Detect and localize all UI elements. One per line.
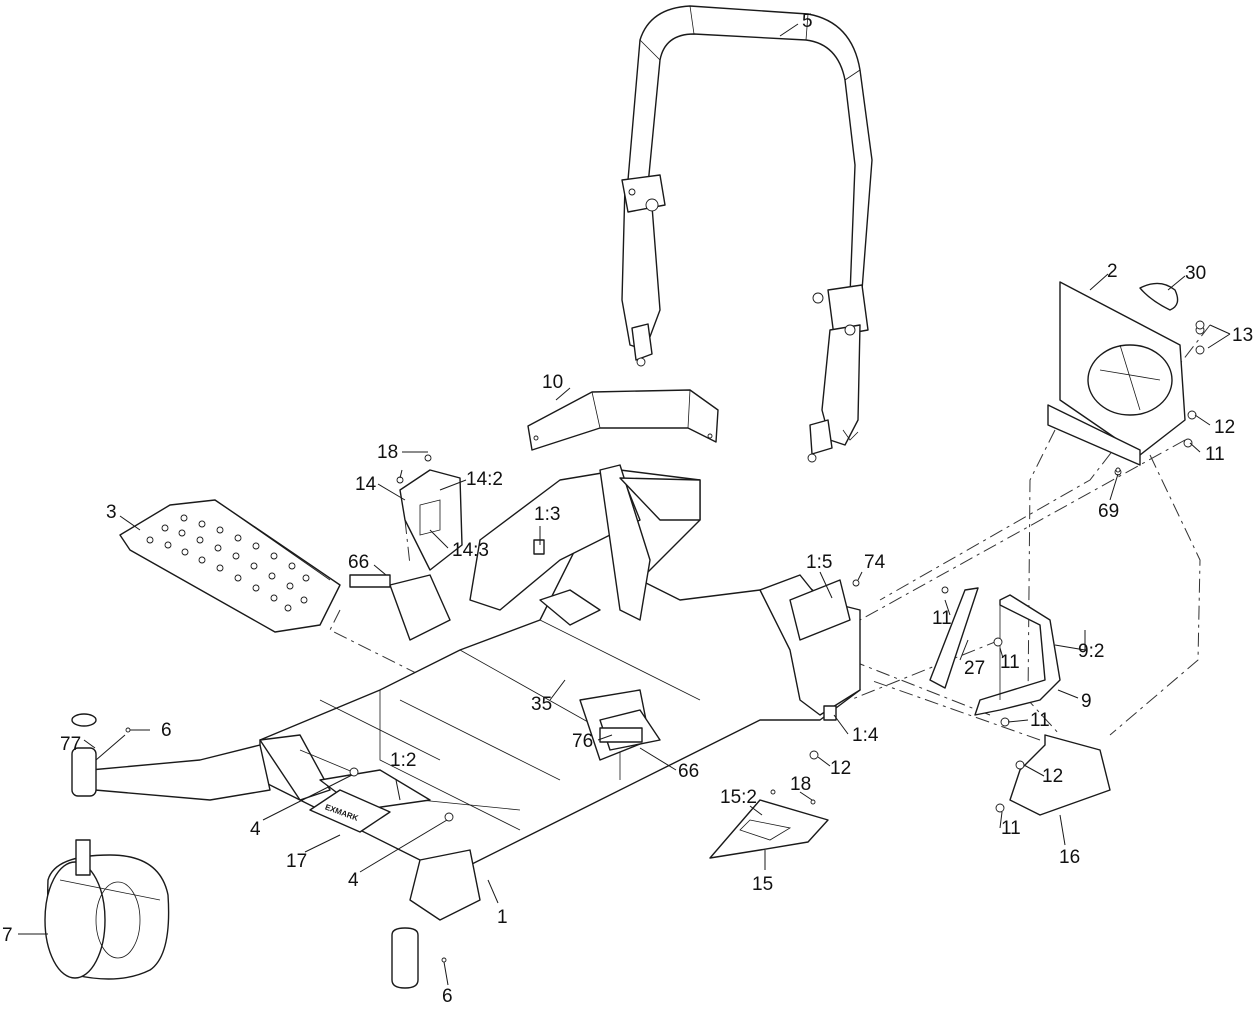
callout-4b: 4: [348, 870, 359, 891]
callout-74: 74: [864, 552, 886, 573]
callout-14: 14: [355, 474, 377, 495]
callout-17: 17: [286, 851, 307, 872]
rops-roll-bar: [621, 5, 873, 463]
callout-1-3: 1:3: [534, 504, 560, 525]
callout-6a: 6: [161, 720, 172, 741]
bracket-9: [974, 594, 1061, 716]
callout-66a: 66: [348, 552, 369, 573]
callout-1: 1: [497, 907, 508, 928]
callout-15: 15: [752, 874, 773, 895]
hardware: [125, 320, 1205, 963]
caster-arm: [71, 713, 271, 801]
callout-5: 5: [802, 11, 813, 32]
main-frame: [259, 464, 861, 989]
callout-6b: 6: [442, 986, 453, 1007]
plate-15: [709, 799, 829, 859]
callout-3: 3: [106, 502, 117, 523]
callout-11a: 11: [1205, 444, 1225, 465]
caster-wheel: [44, 839, 170, 980]
bracket-16: [1009, 734, 1111, 816]
callout-1-5: 1:5: [806, 552, 832, 573]
callout-16: 16: [1059, 847, 1080, 868]
leader-lines: [18, 23, 1231, 986]
callout-11e: 11: [1001, 818, 1021, 839]
callout-69: 69: [1098, 501, 1119, 522]
callout-11c: 11: [1000, 652, 1020, 673]
callout-13: 13: [1232, 325, 1253, 346]
callout-11d: 11: [1030, 710, 1050, 731]
bracket-27: [929, 587, 979, 689]
callout-76: 76: [572, 731, 593, 752]
callout-2: 2: [1107, 261, 1118, 282]
floor-plate-holes: [146, 514, 310, 612]
callout-12c: 12: [1042, 766, 1063, 787]
rear-panel: [1047, 281, 1205, 476]
callout-1-2: 1:2: [390, 750, 416, 771]
floor-plate: [119, 499, 341, 633]
seat-bracket: [527, 389, 719, 451]
decal-30: [1139, 282, 1179, 311]
callout-7: 7: [2, 925, 13, 946]
callout-10: 10: [542, 372, 563, 393]
exmark-decal: EXMARK: [309, 789, 391, 833]
callout-15-2: 15:2: [720, 787, 757, 808]
callout-27: 27: [964, 658, 985, 679]
callout-66b: 66: [678, 761, 699, 782]
callout-77: 77: [60, 734, 81, 755]
callout-12b: 12: [830, 758, 851, 779]
callout-9: 9: [1081, 691, 1092, 712]
callout-12a: 12: [1214, 417, 1235, 438]
callout-18a: 18: [377, 442, 398, 463]
callout-35: 35: [531, 694, 552, 715]
callout-18b: 18: [790, 774, 811, 795]
callout-30: 30: [1185, 263, 1206, 284]
callout-4a: 4: [250, 819, 261, 840]
callout-1-4: 1:4: [852, 725, 879, 746]
callout-14-3: 14:3: [452, 540, 489, 561]
callouts: 5 2 30 13 12 11 69 10 18 14 14:2 14:3 1:…: [2, 11, 1253, 1007]
callout-9-2: 9:2: [1078, 641, 1104, 662]
callout-14-2: 14:2: [466, 469, 503, 490]
control-bracket-14: [396, 454, 463, 571]
callout-11b: 11: [932, 608, 952, 629]
